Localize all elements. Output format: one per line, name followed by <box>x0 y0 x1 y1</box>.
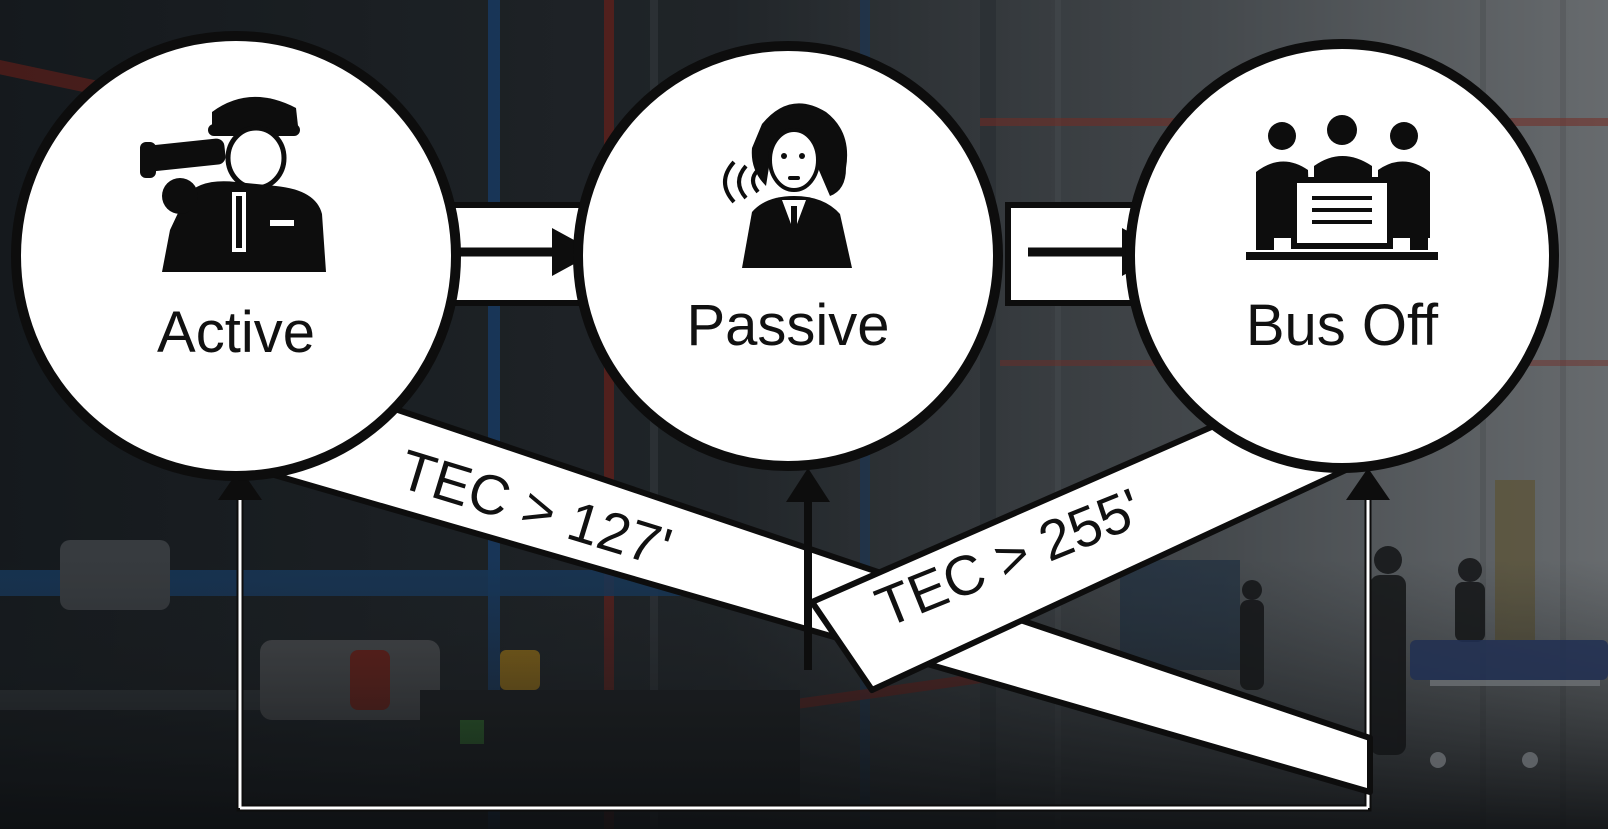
arrowhead-passive <box>786 468 830 502</box>
state-node-active: Active <box>11 31 461 481</box>
people-at-table-icon <box>1246 115 1438 260</box>
arrow-into-passive <box>786 468 830 670</box>
state-node-busoff: Bus Off <box>1125 39 1559 473</box>
return-arrowhead-active <box>218 468 262 500</box>
return-paths <box>236 498 1372 812</box>
return-arrowheads <box>218 468 1390 500</box>
lookout-officer-with-telescope-icon <box>140 96 326 272</box>
state-label-passive: Passive <box>686 293 889 358</box>
state-node-passive: Passive <box>573 41 1003 471</box>
state-label-busoff: Bus Off <box>1246 293 1439 358</box>
return-arrowhead-busoff <box>1346 468 1390 500</box>
state-label-active: Active <box>157 300 315 365</box>
quiet-woman-speaking-icon <box>723 103 852 268</box>
